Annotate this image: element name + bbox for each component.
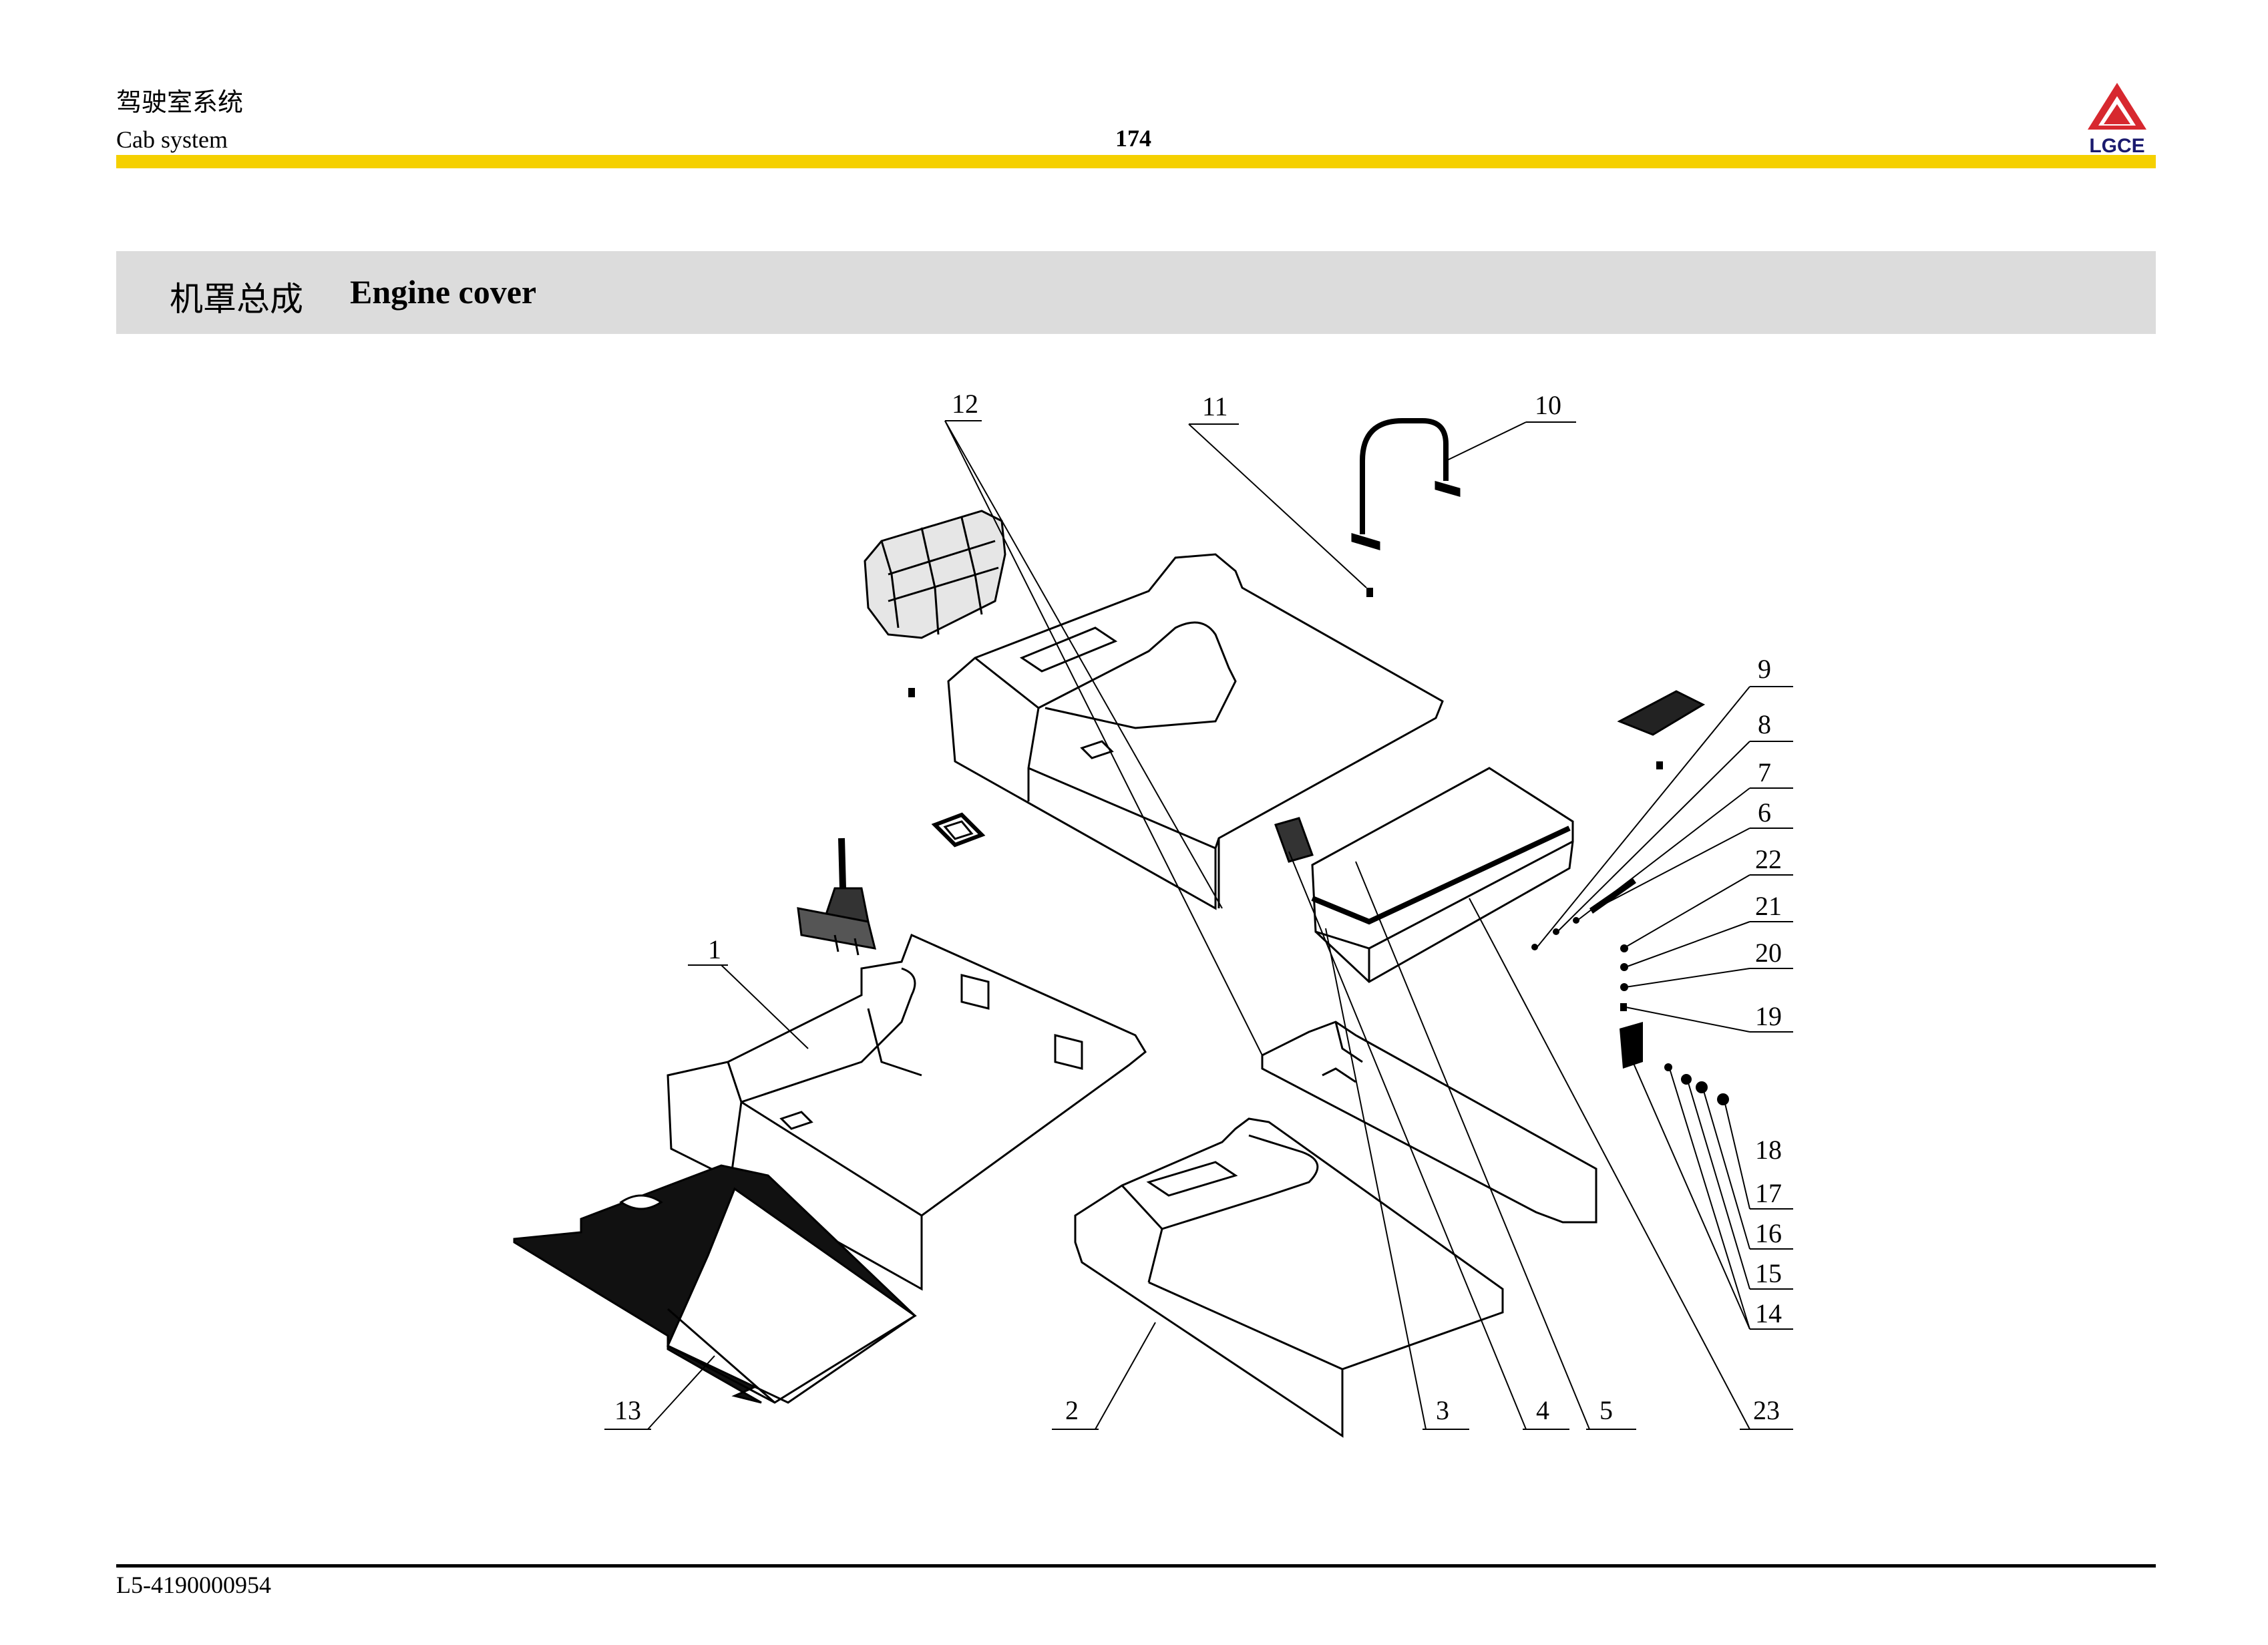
small-bolt xyxy=(908,688,915,697)
bracket-part xyxy=(1274,817,1314,863)
leader-lines xyxy=(647,420,1750,1430)
callout-21: 21 xyxy=(1755,891,1782,921)
upper-cover-part xyxy=(947,553,1444,910)
section-title-cn: 驾驶室系统 xyxy=(116,89,244,117)
footer-rule xyxy=(116,1564,2156,1568)
callout-3: 3 xyxy=(1436,1395,1449,1425)
callout-16: 16 xyxy=(1755,1218,1782,1248)
callout-5: 5 xyxy=(1599,1395,1613,1425)
callout-8: 8 xyxy=(1758,709,1771,739)
section-title-en: Cab system xyxy=(116,126,228,153)
page-number: 174 xyxy=(1115,125,1151,152)
callout-labels: 1 2 3 4 5 6 7 8 9 10 11 12 13 14 15 16 1… xyxy=(614,389,1782,1425)
callout-20: 20 xyxy=(1755,938,1782,968)
callout-6: 6 xyxy=(1758,797,1771,828)
callout-9: 9 xyxy=(1758,654,1771,684)
document-code: L5-4190000954 xyxy=(116,1572,271,1598)
logo-text: LGCE xyxy=(2089,135,2144,157)
callout-2: 2 xyxy=(1065,1395,1079,1425)
callout-17: 17 xyxy=(1755,1178,1782,1208)
callout-14: 14 xyxy=(1755,1298,1782,1328)
callout-7: 7 xyxy=(1758,757,1771,787)
handle-part xyxy=(1351,418,1461,551)
ac-unit-part xyxy=(864,510,1006,639)
callout-23: 23 xyxy=(1753,1395,1780,1425)
title-cn: 机罩总成 xyxy=(170,281,303,318)
callout-15: 15 xyxy=(1755,1258,1782,1288)
side-panel-part xyxy=(1261,1021,1597,1224)
front-cover-part xyxy=(1074,1117,1504,1438)
callout-19: 19 xyxy=(1755,1001,1782,1031)
bolt-11 xyxy=(1366,588,1373,597)
callout-10: 10 xyxy=(1535,390,1561,420)
callout-underlines xyxy=(604,420,1793,1430)
callout-22: 22 xyxy=(1755,844,1782,874)
callout-18: 18 xyxy=(1755,1135,1782,1165)
title-en: Engine cover xyxy=(350,273,537,311)
joystick-part xyxy=(797,838,877,956)
title-band: 机罩总成 Engine cover xyxy=(116,251,2156,334)
callout-13: 13 xyxy=(614,1395,641,1425)
latch-plate-part xyxy=(1617,690,1706,769)
header-bar xyxy=(116,155,2156,168)
callout-11: 11 xyxy=(1202,391,1228,421)
floor-mat-part xyxy=(513,1164,917,1404)
lgce-logo: LGCE xyxy=(2081,83,2153,157)
gasket-part xyxy=(931,812,986,848)
callout-12: 12 xyxy=(952,389,978,419)
screw xyxy=(1656,761,1663,769)
callout-4: 4 xyxy=(1536,1395,1549,1425)
callout-1: 1 xyxy=(708,934,721,964)
insulation-box-part xyxy=(1311,767,1574,983)
